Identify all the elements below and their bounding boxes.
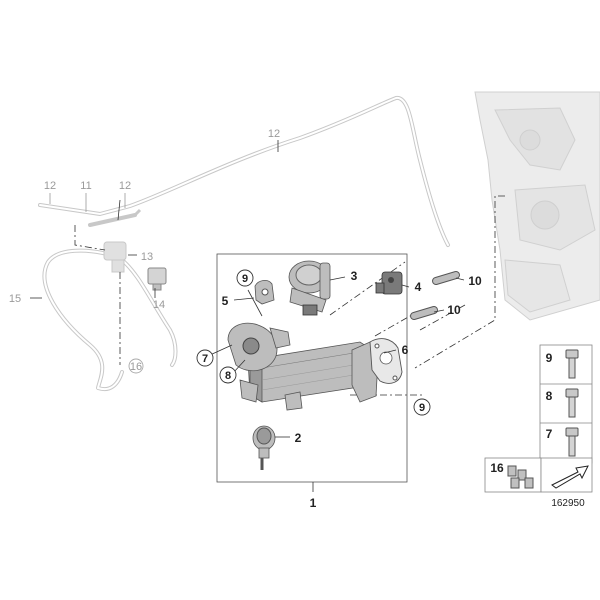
leader-lines (30, 140, 465, 492)
legend-label-9: 9 (546, 351, 553, 365)
callout-11: 11 (80, 180, 91, 192)
vacuum-hose-ghost (38, 96, 450, 247)
callout-1: 1 (310, 496, 317, 510)
arrow-box (540, 457, 593, 493)
gasket-part-6 (369, 338, 403, 384)
callout-8: 8 (225, 370, 231, 382)
callout-9a: 9 (242, 273, 248, 285)
clips-box: 16 (484, 457, 542, 493)
clips-label-16: 16 (490, 461, 504, 475)
screw-icon (565, 349, 579, 379)
callout-6: 6 (402, 343, 409, 357)
callout-5: 5 (222, 294, 229, 308)
dashed-leaders (74, 195, 505, 396)
image-number: 162950 (551, 498, 585, 509)
callout-12c: 12 (268, 128, 280, 140)
sensor-part-4 (375, 271, 403, 295)
egr-valve-part-3 (288, 260, 331, 316)
callout-9b: 9 (419, 402, 425, 414)
egr-cooler (227, 322, 379, 411)
callout-2: 2 (295, 431, 302, 445)
callout-13: 13 (141, 251, 153, 263)
pipe-part-10-upper (432, 271, 460, 285)
screw-icon (565, 388, 579, 418)
callout-9a-circle (236, 269, 254, 287)
callout-10b: 10 (447, 303, 461, 317)
callout-12b: 12 (119, 180, 131, 192)
callout-7-circle (196, 349, 214, 367)
callout-labels: 1 2 3 4 5 6 7 8 9 9 10 10 11 12 12 12 13… (9, 128, 482, 510)
callout-16-circle (128, 358, 144, 374)
callout-12a: 12 (44, 180, 56, 192)
callout-7: 7 (202, 353, 208, 365)
screw-icon (565, 427, 579, 457)
callout-3: 3 (351, 269, 358, 283)
callout-14: 14 (153, 299, 165, 311)
callout-8-circle (219, 366, 237, 384)
callout-9b-circle (413, 398, 431, 416)
ghost-leaders (49, 193, 126, 212)
engine-block-ghost (474, 91, 600, 321)
actuator-part-2 (252, 425, 276, 470)
pipe-part-10-lower (410, 306, 438, 320)
callout-15: 15 (9, 293, 21, 305)
clip-parts-icon (507, 465, 534, 489)
assembly-frame (216, 253, 408, 483)
arrow-icon (551, 465, 589, 489)
solenoid-part-14 (147, 267, 167, 291)
callout-16: 16 (130, 361, 142, 373)
legend-label-8: 8 (546, 389, 553, 403)
callout-10a: 10 (468, 274, 482, 288)
legend-label-7: 7 (546, 427, 553, 441)
fastener-legend: 9 8 7 (539, 344, 593, 464)
bracket-part-5 (254, 280, 275, 305)
valve-assembly-ghost (88, 208, 142, 273)
callout-4: 4 (415, 280, 422, 294)
hose-loop-ghost (42, 248, 178, 392)
